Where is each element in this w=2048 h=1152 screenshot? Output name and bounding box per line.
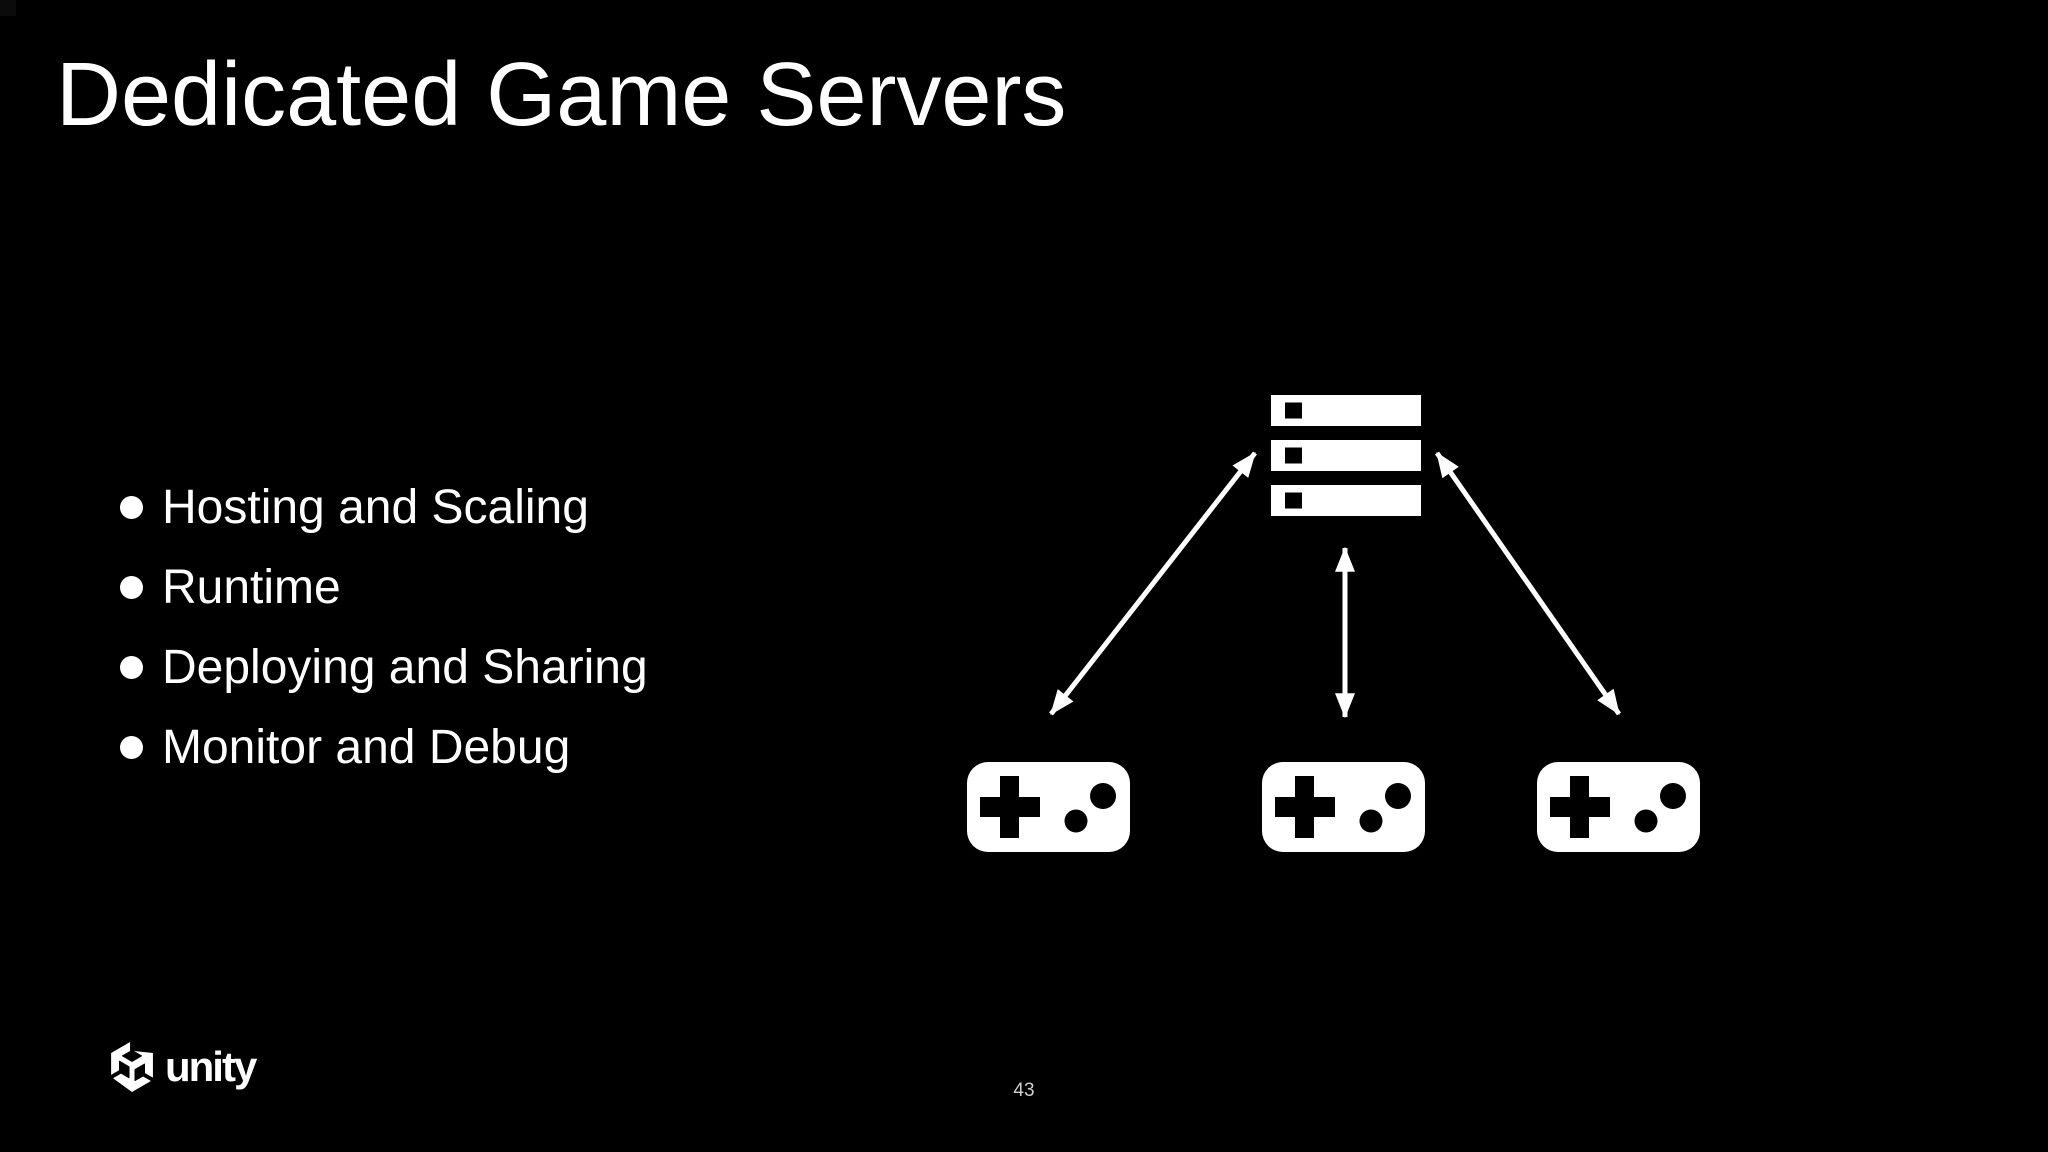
bullet-dot-icon [120,495,143,519]
arrow-server-client3 [1434,451,1622,716]
unity-logo: unity [107,1041,257,1093]
bullet-dot-icon [120,735,143,759]
bullet-item: Hosting and Scaling [120,467,648,547]
bullet-text: Runtime [162,560,341,614]
unity-wordmark: unity [165,1043,257,1090]
arrow-server-client1 [1049,451,1257,716]
bullet-dot-icon [120,575,143,599]
bullet-text: Hosting and Scaling [162,480,589,534]
bullet-item: Runtime [120,547,648,627]
bullet-item: Deploying and Sharing [120,627,648,707]
gamepad-icon [967,762,1130,852]
bullet-item: Monitor and Debug [120,707,648,787]
page-number: 43 [1013,1080,1035,1101]
bullet-dot-icon [120,655,143,679]
unity-cube-icon [111,1042,153,1092]
bullet-text: Monitor and Debug [162,720,571,774]
bullet-text: Deploying and Sharing [162,640,648,694]
gamepad-icon [1262,762,1425,852]
video-corner-artifact [0,0,16,16]
bullet-list: Hosting and Scaling Runtime Deploying an… [120,467,648,787]
server-storage-icon [1271,395,1421,516]
gamepad-icon [1537,762,1700,852]
slide-title: Dedicated Game Servers [56,45,1067,145]
